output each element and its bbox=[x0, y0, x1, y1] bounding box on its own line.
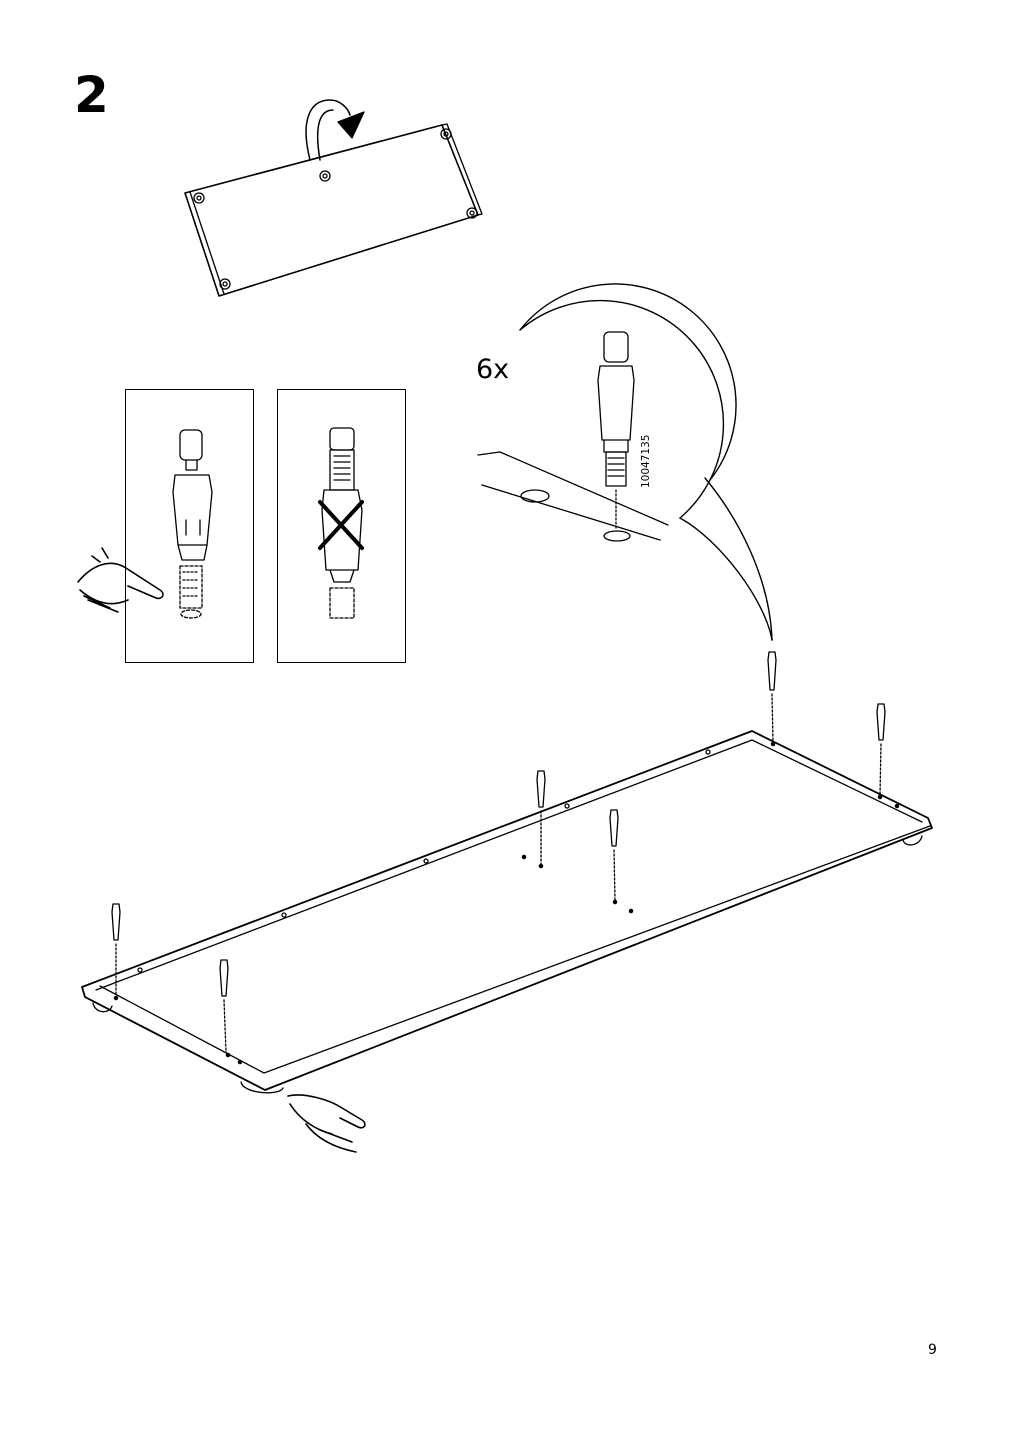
cross-mark-icon bbox=[318, 500, 364, 550]
dowel-icon bbox=[111, 903, 121, 997]
step-number: 2 bbox=[74, 66, 109, 124]
pointing-hand-icon bbox=[287, 1094, 366, 1153]
flip-arrow-icon bbox=[305, 99, 365, 161]
dowel-icon bbox=[172, 429, 213, 619]
flipped-panel bbox=[184, 123, 483, 297]
quantity-label: 6x bbox=[476, 354, 510, 385]
detail-callout bbox=[477, 283, 773, 641]
correct-dowel-panel bbox=[125, 389, 254, 663]
dowel-icon bbox=[219, 959, 229, 1053]
part-number: 10047135 bbox=[640, 434, 652, 488]
dowel-icon bbox=[767, 651, 777, 743]
large-panel bbox=[81, 730, 933, 1094]
incorrect-dowel-panel bbox=[277, 389, 406, 663]
pointing-hand-icon bbox=[77, 547, 164, 613]
dowel-icon bbox=[536, 770, 546, 865]
dowel-icon bbox=[876, 703, 886, 796]
dowel-icon bbox=[321, 427, 363, 619]
page-number: 9 bbox=[928, 1342, 937, 1358]
dowel-icon bbox=[609, 809, 619, 901]
